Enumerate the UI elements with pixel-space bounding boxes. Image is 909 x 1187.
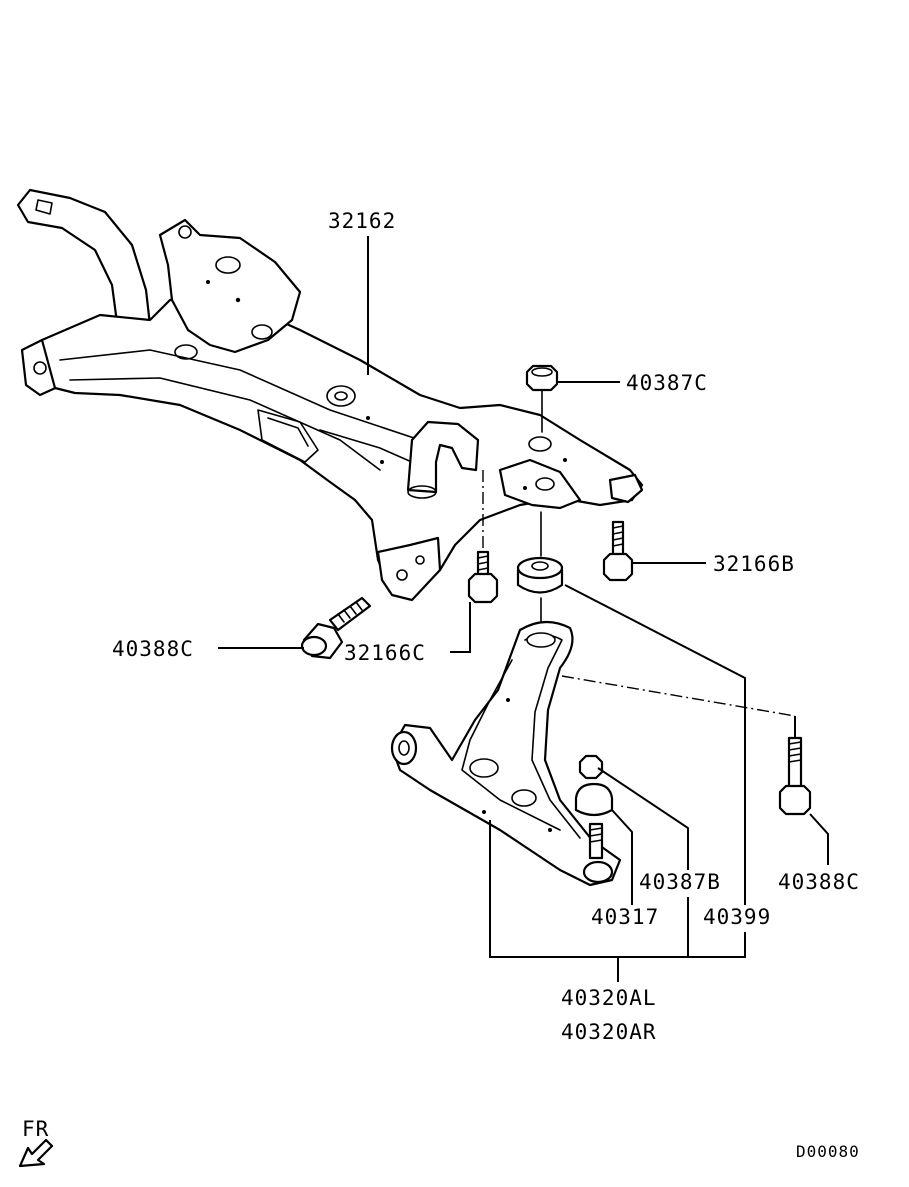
ball-joint-40317: [574, 782, 614, 884]
label-40387b: 40387B: [639, 870, 721, 894]
bolt-32166b: [602, 520, 634, 582]
bolt-40388c-left: [300, 596, 372, 660]
diagram-code: D00080: [796, 1142, 860, 1161]
leader-lines: [218, 236, 829, 982]
nut-40387b: [578, 754, 604, 780]
label-32166c: 32166C: [344, 641, 426, 665]
label-40399: 40399: [703, 905, 771, 929]
label-40320ar: 40320AR: [561, 1020, 657, 1044]
bushing-40399: [516, 511, 564, 629]
label-40320al: 40320AL: [561, 986, 657, 1010]
nut-40387c: [525, 364, 559, 433]
label-40388c-left: 40388C: [112, 637, 194, 661]
label-40387c: 40387C: [626, 371, 708, 395]
crossmember-part: [16, 188, 644, 602]
front-arrow-icon: [18, 1138, 54, 1168]
bolt-32166c: [467, 470, 499, 604]
lower-arm-part: [390, 620, 622, 887]
label-40388c-right: 40388C: [778, 870, 860, 894]
label-32162: 32162: [328, 209, 396, 233]
label-40317: 40317: [591, 905, 659, 929]
label-32166b: 32166B: [713, 552, 795, 576]
front-indicator-label: FR: [22, 1117, 49, 1141]
